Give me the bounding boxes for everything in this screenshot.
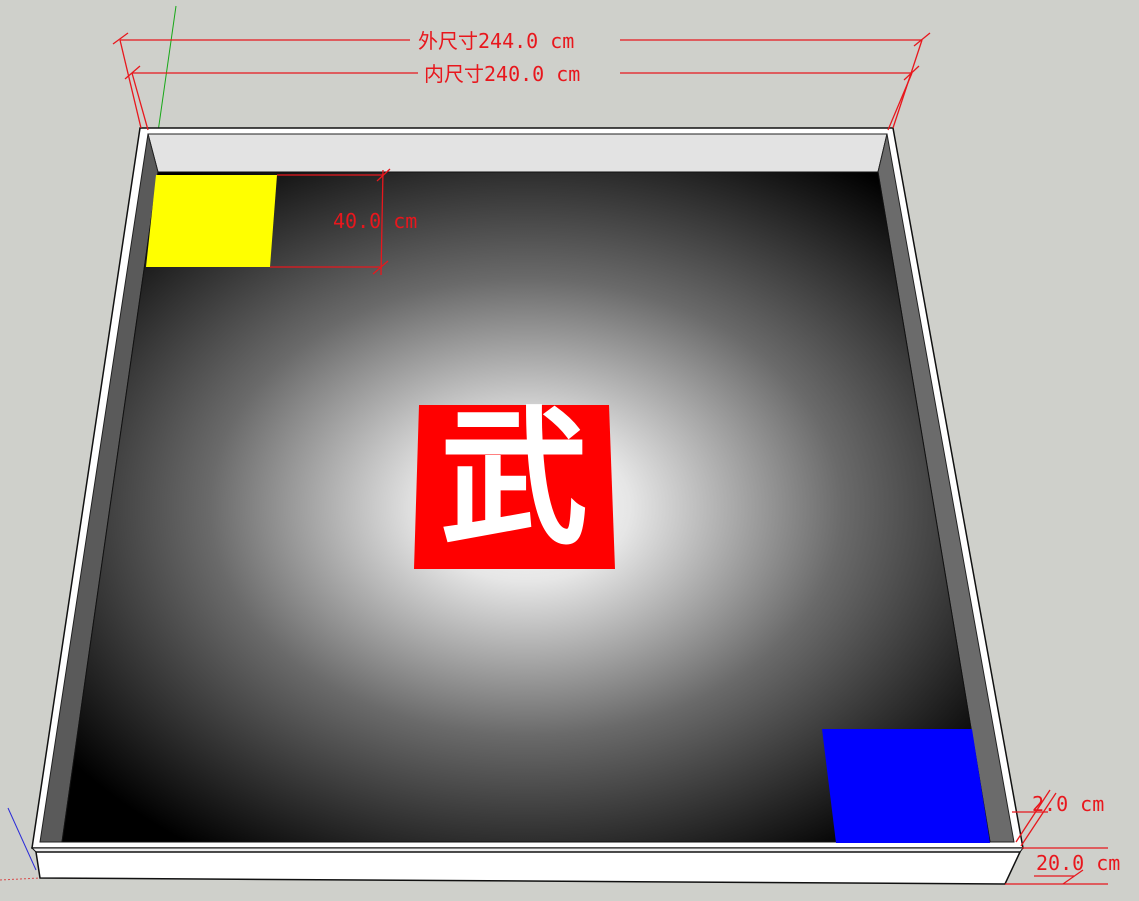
wall-thickness-label: 2.0 cm: [1032, 792, 1104, 816]
wall-height-dimension: [1005, 847, 1108, 885]
inner-dimension-label: 内尺寸240.0 cm: [424, 62, 580, 86]
inner-dimension: [124, 65, 920, 131]
center-badge: 武: [414, 391, 615, 569]
blue-axis-line: [7, 807, 37, 871]
wall-height-label: 20.0 cm: [1036, 851, 1120, 875]
zone-dimension-label: 40.0 cm: [333, 209, 417, 233]
center-badge-glyph: 武: [440, 391, 588, 565]
zone-dimension: [270, 168, 391, 276]
arena-front-wall-face: [35, 851, 1022, 885]
end-zone: [822, 729, 990, 843]
arena-back-wall: [147, 133, 888, 173]
outer-dimension: [112, 32, 931, 129]
start-zone: [146, 175, 277, 267]
outer-dimension-label: 外尺寸244.0 cm: [418, 29, 574, 53]
green-axis-line: [157, 5, 177, 133]
wall-thickness-dimension: [1012, 789, 1057, 847]
red-axis-line: [0, 877, 41, 881]
